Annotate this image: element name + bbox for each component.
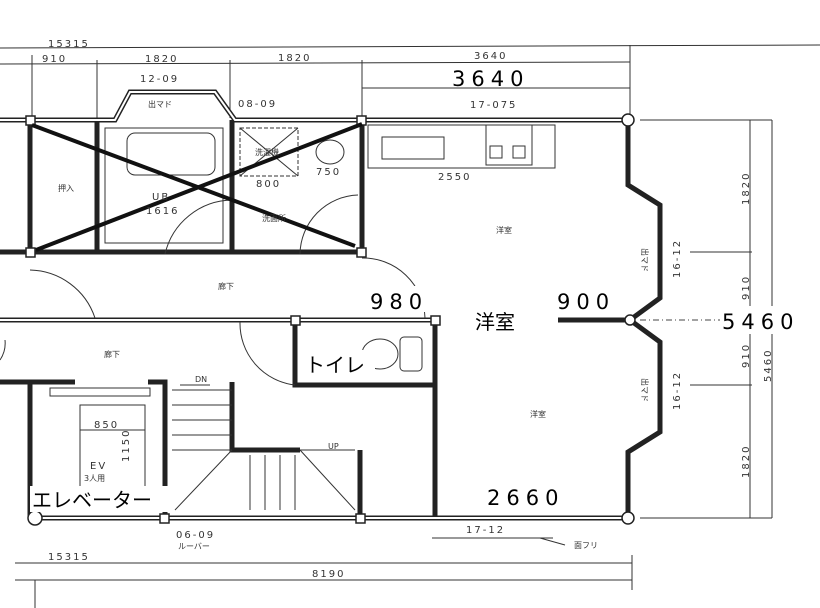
label-bay-window: 出マド [148, 99, 172, 109]
annotation-900: 900 [557, 290, 615, 314]
label-750: 750 [316, 167, 341, 178]
annotation-3640: 3640 [452, 67, 529, 91]
staircase [172, 384, 356, 511]
dim-top-3640: 3640 [474, 51, 507, 62]
dim-bottom-15315: 15315 [48, 552, 90, 563]
annotation-980: 980 [370, 290, 428, 314]
label-right-bay-1: 出マド [640, 248, 650, 272]
dim-right-910b: 910 [741, 343, 752, 368]
dim-top-1820a: 1820 [145, 54, 178, 65]
label-stairs-down: DN [195, 375, 207, 384]
label-2550: 2550 [438, 172, 471, 183]
label-ev-capacity: 3人用 [84, 474, 105, 483]
label-louver: ルーバー [178, 542, 210, 551]
label-corridor-2: 廊下 [104, 349, 120, 359]
label-unit-bath: UB [152, 192, 170, 203]
label-window-08-09: 08-09 [238, 99, 277, 110]
label-right-window-1: 16-12 [672, 239, 683, 278]
label-ev: EV [90, 461, 107, 472]
label-stairs-up: UP [328, 442, 339, 451]
label-right-window-2: 16-12 [672, 371, 683, 410]
label-closet: 押入 [58, 183, 74, 193]
label-unit-bath-size: 1616 [146, 206, 179, 217]
annotation-5460: 5460 [722, 310, 799, 334]
top-dimension-lines [0, 44, 820, 118]
columns [25, 113, 636, 526]
dim-bottom-8190: 8190 [312, 569, 345, 580]
label-right-bay-2: 出マド [640, 378, 650, 402]
label-louver-window: 06-09 [176, 530, 215, 541]
label-washroom: 洗面所 [262, 213, 286, 223]
dim-top-910: 910 [42, 54, 67, 65]
annotation-2660: 2660 [487, 486, 564, 510]
dim-right-1820a: 1820 [741, 172, 752, 205]
label-washing-machine: 洗濯機 [255, 147, 279, 157]
bottom-dimension-lines [15, 555, 633, 608]
dim-right-910a: 910 [741, 275, 752, 300]
dim-right-total: 5460 [763, 349, 774, 382]
label-western-room-lower: 洋室 [530, 409, 546, 419]
label-bottom-note: 面フリ [574, 541, 598, 550]
annotation-toilet: トイレ [305, 353, 365, 377]
annotation-elevator: エレベーター [32, 488, 152, 512]
dim-top-total: 15315 [48, 39, 90, 50]
label-corridor-1: 廊下 [218, 281, 234, 291]
dim-right-1820b: 1820 [741, 445, 752, 478]
label-ev-width: 850 [94, 420, 119, 431]
annotation-room: 洋室 [475, 310, 515, 334]
dim-top-1820b: 1820 [278, 53, 311, 64]
label-800: 800 [256, 179, 281, 190]
annotation-overlays [30, 286, 820, 512]
label-window-17-075: 17-075 [470, 100, 517, 111]
label-ev-depth: 1150 [121, 429, 132, 462]
label-western-room-upper: 洋室 [496, 225, 512, 235]
label-bottom-window: 17-12 [466, 525, 505, 536]
cross-out-mark [31, 122, 363, 252]
label-bay-window-size: 12-09 [140, 74, 179, 85]
